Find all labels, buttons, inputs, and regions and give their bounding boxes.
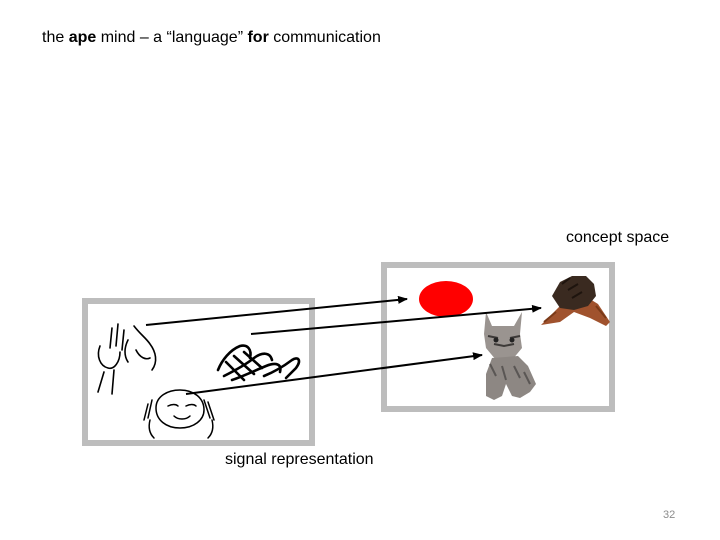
title-part-3: communication xyxy=(268,29,381,46)
slide-title: the ape mind – a “language” for communic… xyxy=(42,29,381,47)
arrow-gesture-3-to-kitten xyxy=(185,352,483,395)
title-bold-for: for xyxy=(247,29,269,46)
arrow-gesture-2-to-handshake xyxy=(250,304,542,335)
concept-space-label: concept space xyxy=(566,229,670,246)
title-part-1: the xyxy=(42,29,69,46)
kitten-icon xyxy=(484,312,536,400)
title-bold-ape: ape xyxy=(68,29,97,46)
title-part-2: mind – a “language” xyxy=(96,29,248,46)
page-number: 32 xyxy=(663,509,676,521)
signal-representation-label: signal representation xyxy=(225,451,374,468)
sign-gesture-1-icon xyxy=(97,323,157,395)
sign-gesture-2-icon xyxy=(216,344,301,382)
handshake-icon xyxy=(541,276,610,326)
sign-gesture-3-icon xyxy=(143,389,215,439)
arrow-gesture-1-to-red xyxy=(145,295,408,326)
red-blob xyxy=(419,281,473,317)
